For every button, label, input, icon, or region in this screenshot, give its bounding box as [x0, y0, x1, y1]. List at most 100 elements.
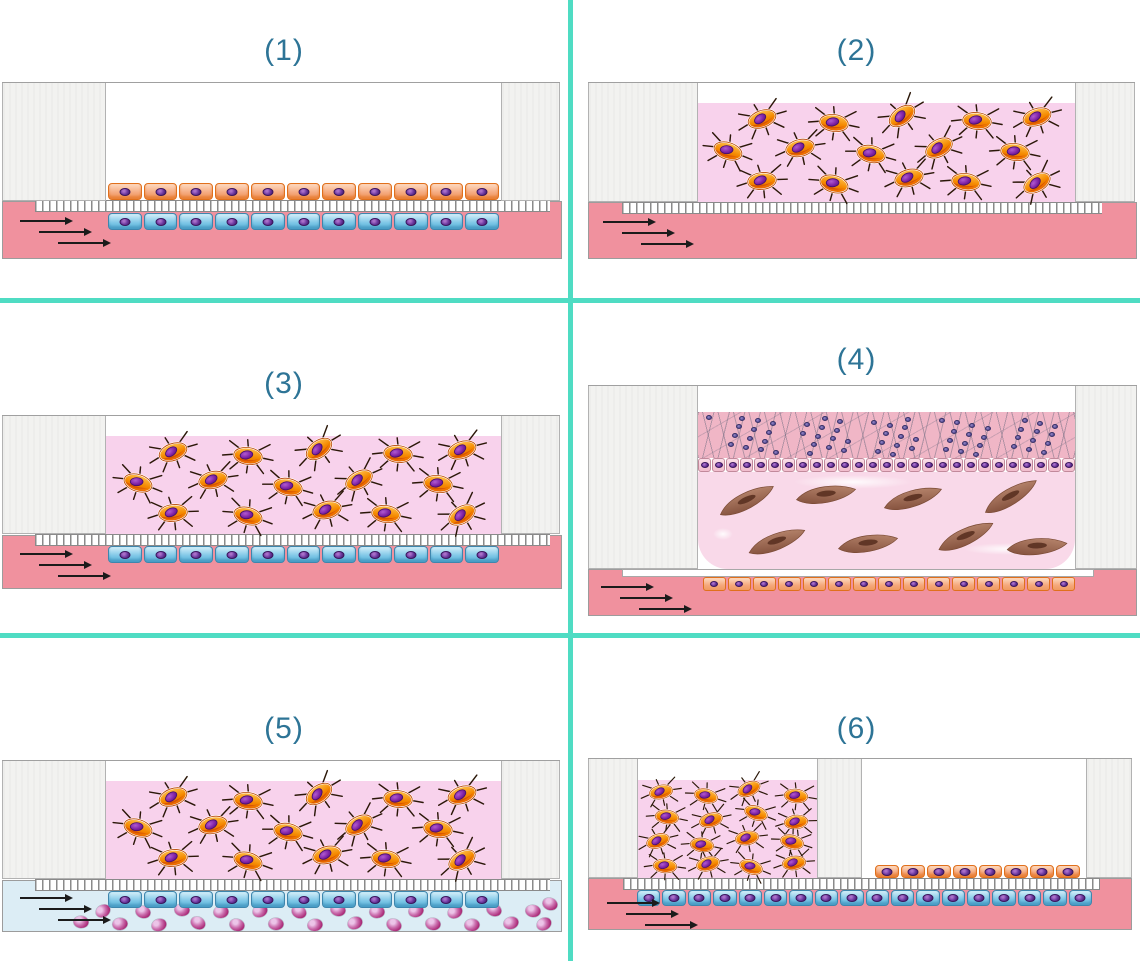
- endothelial-cell: [789, 890, 813, 906]
- gel-cell-layer: [698, 472, 1075, 569]
- endothelial-cell: [179, 546, 214, 563]
- cell-nucleus: [933, 867, 945, 876]
- basal-epithelial-cell: [726, 458, 739, 472]
- cell-nucleus: [980, 434, 987, 440]
- cell-nucleus: [743, 444, 750, 450]
- basal-epithelial-cell: [1048, 458, 1061, 472]
- cell-nucleus: [190, 550, 202, 559]
- basal-epithelial-cell: [824, 458, 837, 472]
- cell-nucleus: [155, 217, 167, 226]
- endothelial-cell: [429, 213, 464, 230]
- basal-epithelial-cell: [866, 458, 879, 472]
- panel-label: (3): [264, 367, 304, 400]
- basal-epithelial-cell: [796, 458, 809, 472]
- epithelial-cell: [358, 183, 392, 200]
- cell-nucleus: [952, 462, 961, 468]
- flow-arrows: [607, 899, 747, 946]
- endothelial-cell: [1068, 890, 1093, 906]
- cell-nucleus: [837, 418, 844, 424]
- cell-nucleus: [440, 550, 452, 559]
- epithelial-cell: [393, 183, 428, 200]
- chip-wall-left: [2, 415, 106, 534]
- cell-nucleus: [369, 550, 381, 559]
- chip-wall-left: [588, 758, 638, 878]
- cell-nucleus: [912, 436, 919, 442]
- cell-nucleus: [728, 441, 735, 447]
- endothelial-cell: [286, 546, 321, 563]
- flow-arrow-icon: [607, 899, 660, 906]
- cell-nucleus: [799, 430, 806, 436]
- cell-nucleus: [826, 445, 833, 451]
- cell-nucleus: [882, 462, 891, 468]
- cell-nucleus: [190, 895, 202, 904]
- epithelial-monolayer: [108, 183, 500, 200]
- endothelial-cell: [393, 891, 428, 908]
- cell-nucleus: [907, 867, 919, 876]
- endothelial-cell: [890, 890, 915, 906]
- endothelial-cell: [429, 546, 464, 563]
- chip-wall-right: [501, 760, 560, 879]
- panel-1: (1): [0, 0, 568, 298]
- red-blood-cell: [188, 914, 208, 932]
- chip-wall-left: [2, 82, 106, 201]
- red-blood-cell: [268, 917, 285, 930]
- cell-nucleus: [882, 431, 889, 437]
- gel-cell-layer: [697, 87, 1075, 212]
- cell-nucleus: [939, 417, 946, 423]
- basal-epithelial-cell: [768, 458, 781, 472]
- cell-nucleus: [770, 462, 779, 468]
- endothelial-cell: [108, 546, 142, 563]
- stellate-cell: [770, 845, 818, 881]
- flow-arrows: [20, 550, 160, 597]
- cell-nucleus: [731, 433, 738, 439]
- cell-nucleus: [1041, 449, 1048, 455]
- basal-epithelial-cell: [782, 458, 795, 472]
- cell-nucleus: [700, 462, 709, 468]
- basal-epithelial-cell: [712, 458, 725, 472]
- cell-nucleus: [881, 867, 893, 876]
- panel-label: (4): [836, 343, 877, 376]
- gel-cell-layer: [106, 765, 501, 889]
- stellate-cell: [936, 160, 995, 204]
- cell-nucleus: [950, 429, 957, 435]
- flow-arrow-icon: [58, 572, 111, 579]
- basal-epithelial-cell: [754, 458, 767, 472]
- cell-nucleus: [754, 418, 761, 424]
- cell-nucleus: [934, 581, 943, 587]
- cell-nucleus: [818, 424, 825, 430]
- endothelial-cell: [992, 890, 1016, 906]
- fibroblast-cell: [1005, 529, 1070, 564]
- endothelial-monolayer: [637, 890, 1093, 906]
- fibroblast-cell: [794, 480, 858, 511]
- endothelial-cell: [322, 213, 357, 230]
- chip-top-edge: [588, 385, 1137, 386]
- cell-nucleus: [226, 187, 238, 196]
- cell-nucleus: [190, 187, 202, 196]
- endothelial-cell: [250, 891, 285, 908]
- cell-nucleus: [262, 895, 274, 904]
- cell-nucleus: [405, 550, 417, 559]
- cell-nucleus: [262, 217, 274, 226]
- cell-nucleus: [668, 894, 680, 902]
- cell-nucleus: [835, 581, 844, 587]
- porous-membrane: [623, 878, 1100, 890]
- cell-nucleus: [119, 550, 131, 559]
- cell-nucleus: [969, 423, 976, 429]
- endothelial-cell: [916, 890, 940, 906]
- cell-nucleus: [719, 894, 731, 902]
- cell-nucleus: [333, 187, 345, 196]
- cell-nucleus: [814, 433, 821, 439]
- cell-nucleus: [1064, 462, 1073, 468]
- epithelial-cell: [978, 865, 1003, 878]
- red-blood-cell: [345, 914, 364, 932]
- cell-nucleus: [1059, 581, 1068, 587]
- cell-nucleus: [405, 217, 417, 226]
- cell-nucleus: [770, 894, 782, 902]
- chip-wall-right: [501, 415, 560, 534]
- cell-nucleus: [909, 445, 916, 451]
- chip-top-edge: [588, 82, 1135, 83]
- endothelial-cell: [108, 891, 142, 908]
- endothelial-cell: [977, 577, 1001, 591]
- flow-arrows: [601, 583, 741, 630]
- basal-epithelial-cell: [880, 458, 893, 472]
